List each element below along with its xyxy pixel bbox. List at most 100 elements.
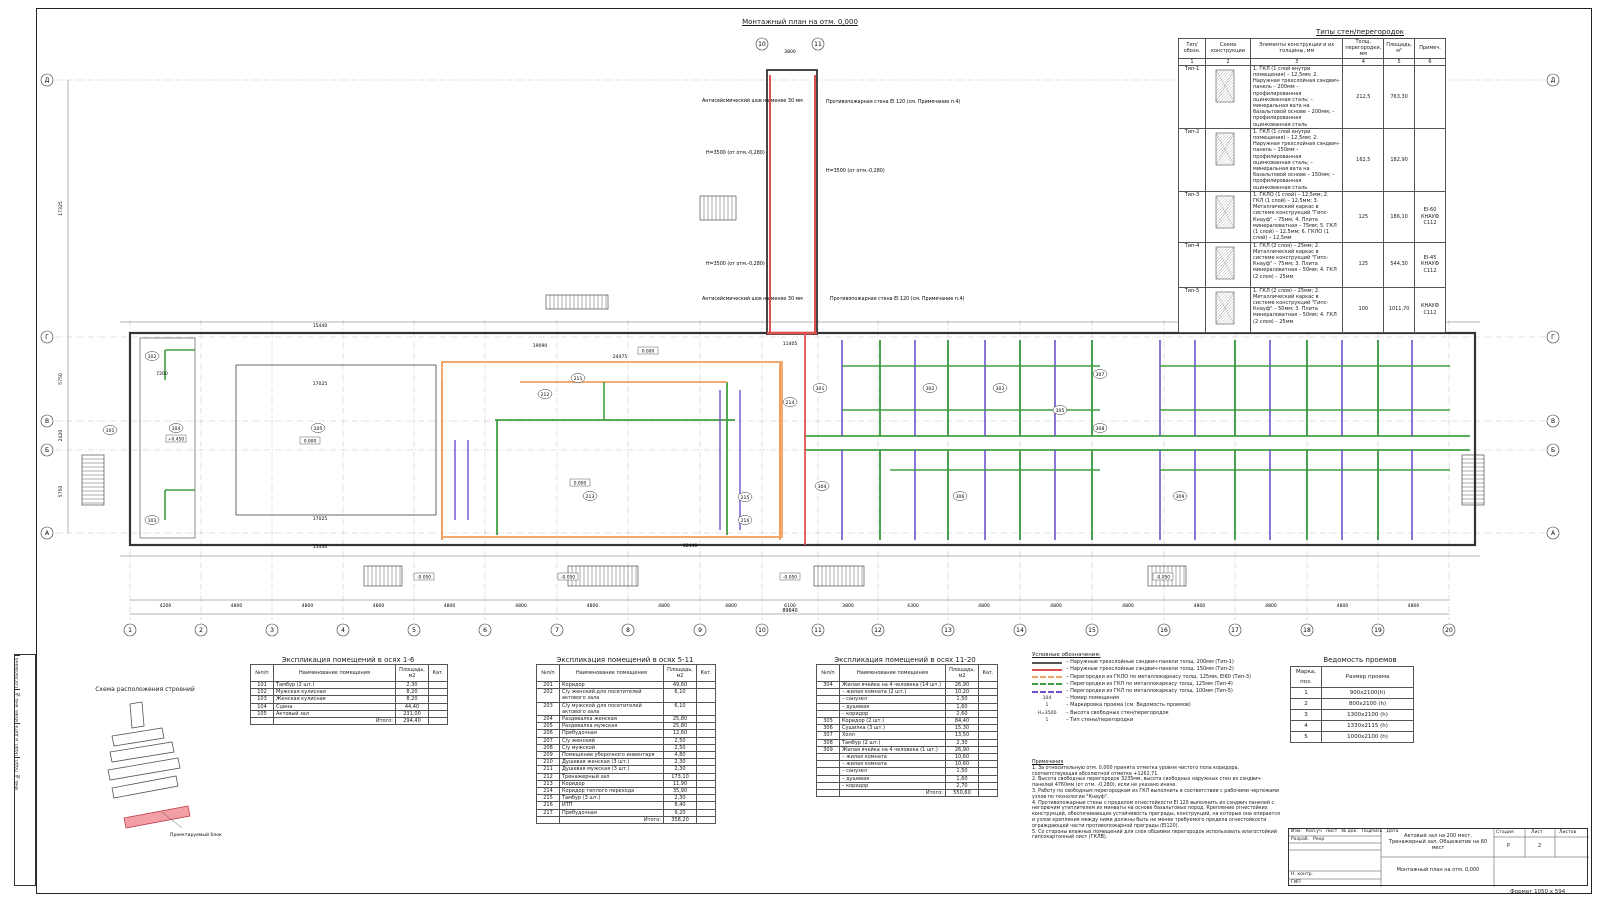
openings-header: Марка, поз.Размер проема [1290, 666, 1414, 688]
expl-area: 10,60 [945, 753, 979, 762]
plan-note-firewall-2: Противопожарная стена EI 120 (см. Примеч… [830, 296, 964, 302]
opening-size: 800x2100 (h) [1321, 698, 1414, 710]
wall-type-thickness: 212,5 [1342, 64, 1385, 129]
wall-types-table: Тип/ обозн. Схема конструкции Элементы к… [1178, 38, 1446, 333]
axis-row-spacing: 17325 [58, 201, 64, 216]
wall-type-area: 186,10 [1383, 190, 1415, 243]
axis-spacing: 4800 [1122, 603, 1134, 609]
room-number: 305 [1056, 408, 1065, 414]
level-box [557, 572, 579, 581]
room-number: 212 [541, 392, 550, 398]
axis-col-marker [811, 623, 825, 637]
openings-title: Ведомость проемов [1323, 656, 1397, 664]
expl-room-name: С/у женский [559, 736, 664, 745]
expl-num: 214 [536, 787, 560, 796]
legend-label: – Перегородки из ГКЛ по металлокаркасу т… [1066, 680, 1233, 687]
wall-types-header: Тип/ обозн. Схема конструкции Элементы к… [1178, 38, 1446, 59]
stamp-stage-h: Стадия [1496, 830, 1514, 835]
wall-type-thickness: 162,5 [1342, 127, 1385, 192]
stair-2 [567, 565, 639, 587]
expl-num: 105 [250, 709, 274, 719]
legend: Условные обозначения: – Наружные трехсло… [1032, 652, 1282, 724]
expl-area: 2,30 [945, 738, 979, 747]
axis-col-marker-top [811, 37, 825, 51]
expl-room-name: Тамбур (2 шт.) [839, 738, 946, 747]
wall-type-area: 1011,70 [1383, 286, 1415, 333]
left-side-strip: Согласовано Взам. инв. № Подп. и дата Ин… [14, 654, 36, 886]
site-block-3 [109, 741, 175, 763]
room-number: 304 [818, 484, 827, 490]
axis-col-marker [265, 623, 279, 637]
level-box [299, 436, 321, 445]
legend-item: – Перегородки из ГКЛ по металлокаркасу т… [1032, 681, 1282, 688]
title-block: Изм. Кол.уч Лист № док. Подпись Дата Раз… [1288, 828, 1589, 887]
stair-5 [545, 294, 609, 310]
wall-section-icon [1215, 246, 1235, 279]
axis-spacing: 4800 [1408, 603, 1420, 609]
expl-room-name: Раздевалка мужская [559, 722, 664, 731]
expl-total-row: Итого: 550,60 [816, 789, 998, 798]
dimension-value: 3800 [784, 49, 796, 55]
opening-mark: 1 [1290, 687, 1322, 699]
expl-row: 306 Сушилка (3 шт.) 15,30 [816, 724, 998, 733]
axis-spacing: 3800 [842, 603, 854, 609]
axis-spacing: 4800 [302, 603, 314, 609]
legend-swatch [1032, 683, 1062, 686]
strip-inv-orig: Инв. № подл. [15, 757, 20, 791]
expl-num: 308 [816, 738, 840, 747]
stair-upper [699, 195, 737, 221]
wall-type-code: Тип-1 [1178, 64, 1206, 129]
axis-col-marker [336, 623, 350, 637]
expl-area: 2,50 [663, 736, 697, 745]
expl-num: 204 [536, 715, 560, 724]
wall-type-area: 763,30 [1383, 64, 1415, 129]
axis-col-label: 3 [270, 627, 274, 634]
warm-passage [766, 69, 818, 335]
legend-item: 1– Тип стены/перегородки [1032, 717, 1282, 724]
expl-num: 213 [536, 779, 560, 789]
expl-num: 305 [816, 717, 840, 726]
expl-room-name: – душевая [839, 702, 946, 711]
dimension-value: 15440 [313, 544, 328, 550]
axis-spacing: 4200 [160, 603, 172, 609]
dimension-value: 24475 [613, 354, 628, 360]
expl-room-name: Коридор (2 шт.) [839, 717, 946, 726]
expl-area: 231,00 [395, 709, 429, 719]
axis-col-label-top: 10 [758, 41, 766, 48]
level-box [637, 346, 659, 355]
wall-type-row: Тип-4 1. ГКЛ (2 слоя) – 25мм; 2. Металли… [1178, 241, 1446, 288]
legend-item: – Перегородки из ГКЛ по металлокаркасу т… [1032, 688, 1282, 695]
expl-room-name: С/у женский для посетителей актового зал… [559, 688, 664, 703]
wall-type-elements: 1. ГКЛ (1 слой внутри помещения) – 12,5м… [1249, 64, 1344, 129]
plan-note-firewall-1: Противопожарная стена EI 120 (см. Примеч… [826, 99, 960, 105]
expl-row: – душевая 1,60 [816, 702, 998, 711]
expl-room-name: Тамбур (2 шт.) [273, 680, 396, 690]
expl-room-name: Женская кулисная [273, 695, 396, 704]
expl-room-name: Душевая женская (3 шт.) [559, 758, 664, 767]
expl-room-name: ИТП [559, 801, 664, 810]
axis-col-marker [1300, 623, 1314, 637]
floor-plan: 1420024800348004480054800648007480084800… [40, 37, 1560, 637]
stair-1 [363, 565, 403, 587]
expl-area: 2,30 [395, 680, 429, 690]
expl-total: 550,60 [945, 789, 979, 798]
wall-type-code: Тип-3 [1178, 190, 1206, 243]
axis-spacing: 4300 [907, 603, 919, 609]
room-number: 309 [1176, 494, 1185, 500]
axis-spacing: 4800 [1265, 603, 1277, 609]
wall-type-row: Тип-5 1. ГКЛ (2 слоя) – 25мм; 2. Металли… [1178, 286, 1446, 333]
expl-num: 212 [536, 772, 560, 781]
dimension-value: 19090 [533, 343, 548, 349]
room-number-marker [1092, 423, 1108, 433]
opening-row: 4 1330x2115 (h) [1290, 720, 1414, 732]
note-line: 3. Работу по свободным перегородкам из Г… [1032, 788, 1279, 800]
dimension-value: 11405 [783, 341, 798, 347]
expl-num: 101 [250, 680, 274, 690]
axis-col-marker [1371, 623, 1385, 637]
hdr-note: Примеч. [1414, 38, 1446, 59]
level-value: -0.050 [1156, 575, 1170, 581]
axis-spacing: 6100 [784, 603, 796, 609]
axis-grid: 1420024800348004480054800648007480084800… [40, 37, 1560, 637]
axis-spacing: 4800 [231, 603, 243, 609]
